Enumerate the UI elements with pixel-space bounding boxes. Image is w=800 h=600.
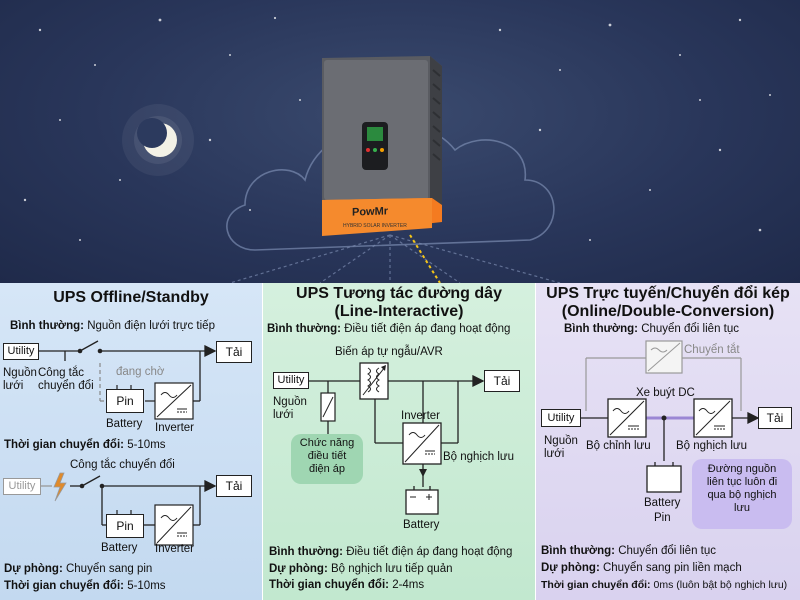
- inverter-device: [322, 56, 442, 236]
- pin-label: Pin: [654, 512, 671, 524]
- footer-normal-line: Bình thường: Điều tiết điện áp đang hoạt…: [269, 546, 513, 558]
- battery-label: Battery: [106, 418, 143, 430]
- panel-offline-standby: UPS Offline/Standby Bình thường: Nguồn đ…: [0, 283, 262, 600]
- load-box-2: Tải: [216, 475, 252, 497]
- battery-label: Battery: [403, 519, 440, 531]
- footer-normal-line: Bình thường: Chuyển đổi liên tục: [541, 545, 716, 557]
- inverter-label: Inverter: [155, 422, 194, 434]
- avr-label: Biến áp tự ngẫu/AVR: [335, 346, 443, 358]
- online-circuit-diagram: [580, 340, 760, 493]
- backup-line: Dự phòng: Chuyển sang pin: [4, 563, 153, 575]
- battery-box-2: Pin: [106, 514, 144, 538]
- inverter-vi-label: Bộ nghịch lưu: [676, 440, 747, 452]
- switch-label: Công tắc chuyển đổi: [38, 367, 94, 392]
- brand-subtitle: HYBRID SOLAR INVERTER: [343, 223, 407, 229]
- normal-mode-line: Bình thường: Nguồn điện lưới trực tiếp: [10, 320, 215, 332]
- dc-bus-label: Xe buýt DC: [636, 387, 695, 399]
- panel-title-line-2: (Online/Double-Conversion): [561, 303, 775, 320]
- normal-mode-line: Bình thường: Chuyển đổi liên tục: [564, 323, 739, 335]
- line-interactive-circuit-diagram: [307, 362, 485, 515]
- battery-label: Battery: [644, 497, 681, 509]
- normal-mode-line: Bình thường: Điều tiết điện áp đang hoạt…: [267, 323, 511, 335]
- footer-transfer-line: Thời gian chuyển đổi: 2-4ms: [269, 579, 425, 591]
- grid-label: Nguồn lưới: [544, 435, 578, 460]
- bypass-label: Chuyển tắt: [684, 344, 740, 356]
- panel-online-double-conversion: UPS Trực tuyến/Chuyển đổi kép (Online/Do…: [536, 283, 800, 600]
- load-box: Tải: [484, 370, 520, 392]
- utility-box: Utility: [3, 343, 39, 360]
- transfer-time-line-2: Thời gian chuyển đổi: 5-10ms: [4, 580, 166, 592]
- rectifier-label: Bộ chỉnh lưu: [586, 440, 651, 452]
- inverter-label-2: Inverter: [155, 543, 194, 555]
- load-box: Tải: [216, 341, 252, 363]
- switch-label-2: Công tắc chuyển đổi: [70, 459, 175, 471]
- night-sky-illustration: [23, 16, 771, 283]
- hero-banner: PowMr HYBRID SOLAR INVERTER: [0, 0, 800, 283]
- utility-box: Utility: [273, 372, 309, 389]
- panel-title-line-1: UPS Tương tác đường dây: [296, 285, 502, 302]
- offline-circuit-diagram: [38, 340, 217, 546]
- panel-title: UPS Offline/Standby: [53, 289, 209, 306]
- battery-box: Pin: [106, 389, 144, 413]
- continuous-path-callout: Đường nguồn liên tục luôn đi qua bộ nghị…: [692, 459, 792, 529]
- footer-backup-line: Dự phòng: Chuyển sang pin liền mạch: [541, 562, 742, 574]
- standby-label: đang chờ: [116, 366, 165, 378]
- inverter-vi-label: Bộ nghịch lưu: [443, 451, 514, 463]
- battery-label-2: Battery: [101, 542, 138, 554]
- utility-box: Utility: [541, 409, 581, 427]
- utility-box-faded: Utility: [3, 478, 41, 495]
- inverter-label: Inverter: [401, 410, 440, 422]
- grid-label: Nguồn lưới: [273, 396, 307, 421]
- panel-line-interactive: UPS Tương tác đường dây (Line-Interactiv…: [263, 283, 535, 600]
- transfer-time-line: Thời gian chuyển đổi: 5-10ms: [4, 439, 166, 451]
- footer-backup-line: Dự phòng: Bộ nghịch lưu tiếp quản: [269, 563, 453, 575]
- load-box: Tải: [758, 407, 792, 429]
- footer-transfer-line: Thời gian chuyển đổi: 0ms (luôn bật bộ n…: [541, 579, 788, 591]
- grid-label: Nguồn lưới: [3, 367, 37, 392]
- panel-title-line-2: (Line-Interactive): [334, 303, 464, 320]
- panel-title-line-1: UPS Trực tuyến/Chuyển đổi kép: [546, 285, 790, 302]
- voltage-regulation-callout: Chức năng điều tiết điện áp: [291, 434, 363, 484]
- brand-logo: PowMr: [352, 205, 389, 219]
